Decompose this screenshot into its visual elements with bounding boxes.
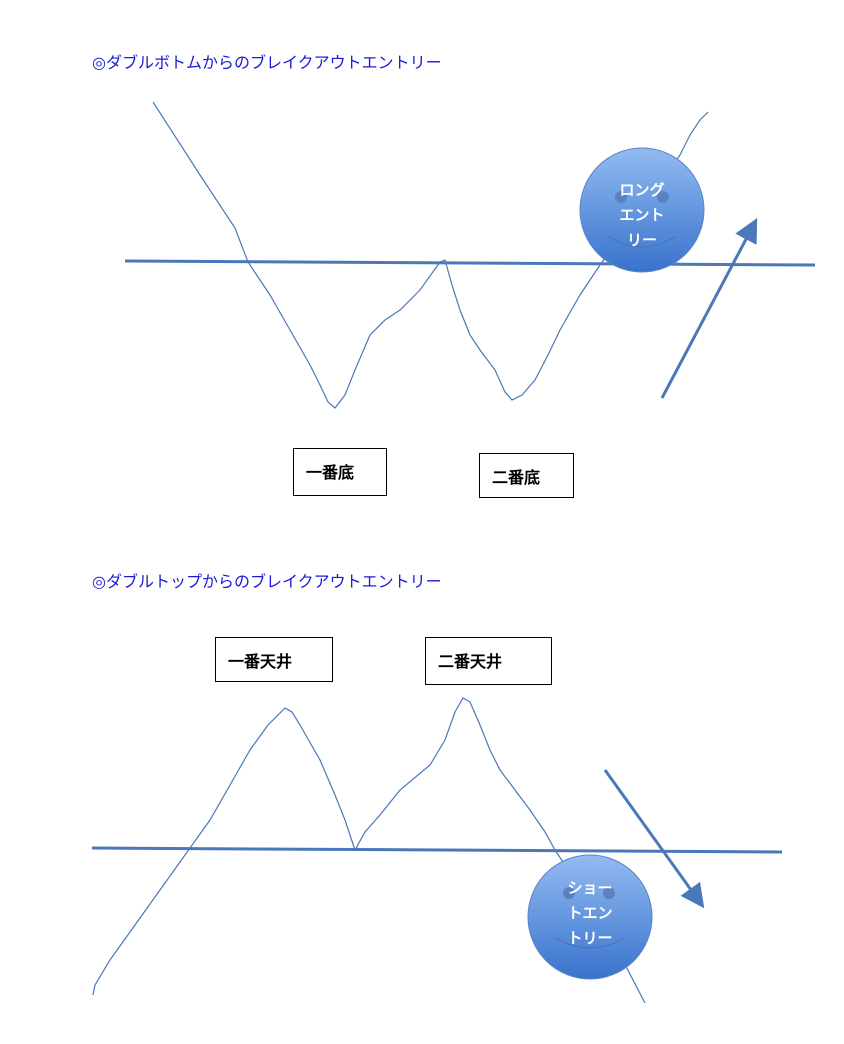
short-entry-text: ショー トエン トリー <box>528 876 652 951</box>
breakout-arrow-down <box>603 769 705 909</box>
short-entry-badge <box>527 854 653 980</box>
long-entry-text: ロング エント リー <box>580 178 704 253</box>
long-entry-line: ロング <box>619 181 665 199</box>
label-second-bottom: 二番底 <box>479 453 574 498</box>
label-second-top: 二番天井 <box>425 637 552 685</box>
long-entry-badge <box>579 147 705 273</box>
long-entry-line: エント <box>619 206 665 224</box>
short-entry-line: ショー <box>567 879 613 897</box>
section-title-double-bottom: ◎ダブルボトムからのブレイクアウトエントリー <box>92 53 442 72</box>
short-entry-line: トエン <box>567 904 613 922</box>
price-curve-double-top <box>92 697 646 1004</box>
neckline-top <box>124 259 816 267</box>
long-entry-line: リー <box>626 231 657 249</box>
section-title-double-top: ◎ダブルトップからのブレイクアウトエントリー <box>92 572 442 591</box>
label-first-bottom: 一番底 <box>293 448 387 496</box>
neckline-bottom <box>91 846 783 854</box>
breakout-arrow-up <box>660 218 758 399</box>
short-entry-line: トリー <box>567 929 613 947</box>
label-first-top: 一番天井 <box>215 637 333 682</box>
